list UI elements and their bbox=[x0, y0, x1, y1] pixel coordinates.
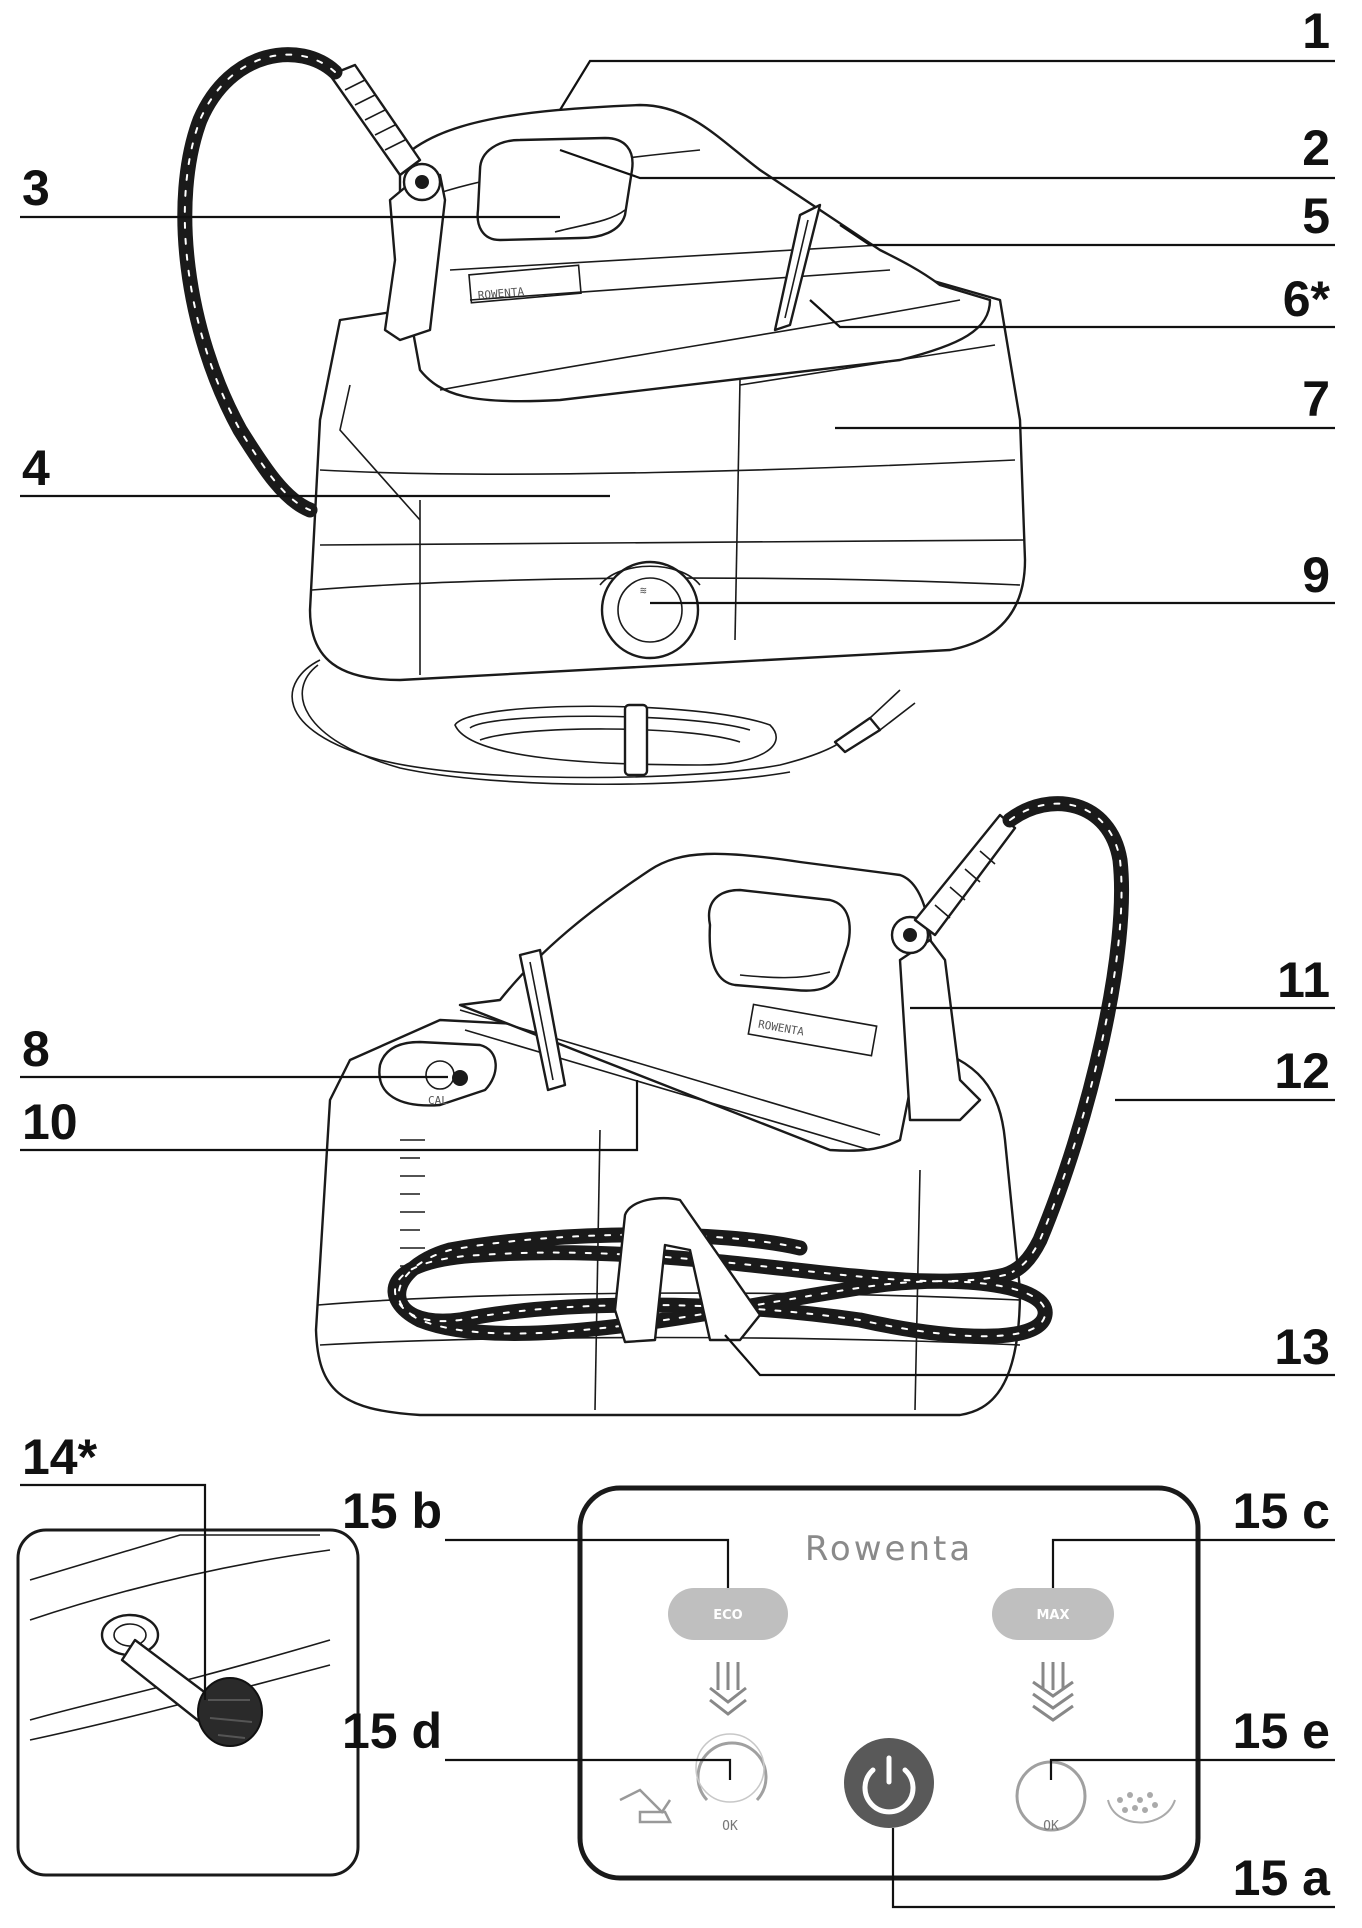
panel-brand-label: Rowenta bbox=[805, 1529, 973, 1569]
top-steam-station: ≋ ROWENTA bbox=[177, 47, 1027, 786]
eco-button[interactable] bbox=[668, 1588, 788, 1640]
anti-calc-icon bbox=[619, 1788, 673, 1824]
callout-15d: 15 d bbox=[342, 1703, 442, 1759]
hose-spring-rear bbox=[913, 813, 1017, 937]
callout-11: 11 bbox=[1277, 952, 1330, 1008]
callout-15c: 15 c bbox=[1233, 1483, 1330, 1539]
steam-knob bbox=[600, 560, 700, 660]
callout-7: 7 bbox=[1302, 371, 1330, 427]
iron-brand-label: ROWENTA bbox=[477, 285, 525, 302]
drain-cap-knob bbox=[197, 1677, 263, 1747]
cord-plug bbox=[833, 716, 882, 754]
callout-10: 10 bbox=[22, 1094, 78, 1150]
callout-8: 8 bbox=[22, 1021, 50, 1077]
max-label: MAX bbox=[1036, 1608, 1069, 1623]
callout-labels: 1 2 3 5 6* 7 4 9 11 8 12 10 13 14* 15 b … bbox=[22, 3, 1331, 1906]
ok-right-label: OK bbox=[1043, 1819, 1059, 1834]
callout-2: 2 bbox=[1302, 120, 1330, 176]
eco-steam-icon bbox=[709, 1662, 747, 1716]
callout-9: 9 bbox=[1302, 547, 1330, 603]
svg-text:≋: ≋ bbox=[640, 584, 647, 597]
cal-label: CAL bbox=[428, 1094, 448, 1107]
rear-steam-station: CAL ROWENTA bbox=[314, 796, 1130, 1417]
callout-4: 4 bbox=[22, 440, 50, 496]
callout-6: 6* bbox=[1283, 271, 1331, 327]
drain-cap-inset bbox=[16, 1528, 360, 1877]
callout-1: 1 bbox=[1302, 3, 1330, 59]
steam-hose-rear bbox=[387, 796, 1130, 1344]
iron-handle-opening bbox=[476, 136, 634, 242]
power-icon bbox=[862, 1755, 916, 1815]
hose-storage-clip bbox=[613, 1196, 762, 1344]
cord-clip bbox=[623, 703, 649, 777]
callout-15e: 15 e bbox=[1233, 1703, 1330, 1759]
water-level-scale bbox=[400, 1139, 425, 1267]
control-panel: Rowenta ECO MAX OK OK bbox=[577, 1485, 1201, 1881]
callout-13: 13 bbox=[1274, 1319, 1330, 1375]
callout-15a: 15 a bbox=[1233, 1850, 1332, 1906]
water-tank-icon bbox=[1107, 1792, 1176, 1824]
power-cord bbox=[291, 659, 916, 786]
anti-calc-indicator bbox=[378, 1040, 497, 1107]
callout-3: 3 bbox=[22, 160, 50, 216]
steam-hose-top bbox=[177, 47, 343, 518]
iron-lock-rear bbox=[518, 948, 567, 1092]
callout-lines bbox=[20, 59, 1335, 1909]
hose-spring-top bbox=[328, 63, 422, 177]
eco-label: ECO bbox=[713, 1608, 742, 1623]
rear-handle-opening bbox=[707, 888, 851, 992]
callout-12: 12 bbox=[1274, 1043, 1330, 1099]
max-button[interactable] bbox=[992, 1588, 1114, 1640]
max-steam-icon bbox=[1032, 1662, 1074, 1722]
callout-14: 14* bbox=[22, 1429, 98, 1485]
rear-iron-heel bbox=[898, 938, 982, 1122]
callout-15b: 15 b bbox=[342, 1483, 442, 1539]
callout-5: 5 bbox=[1302, 188, 1330, 244]
ok-left-label: OK bbox=[722, 1819, 738, 1834]
